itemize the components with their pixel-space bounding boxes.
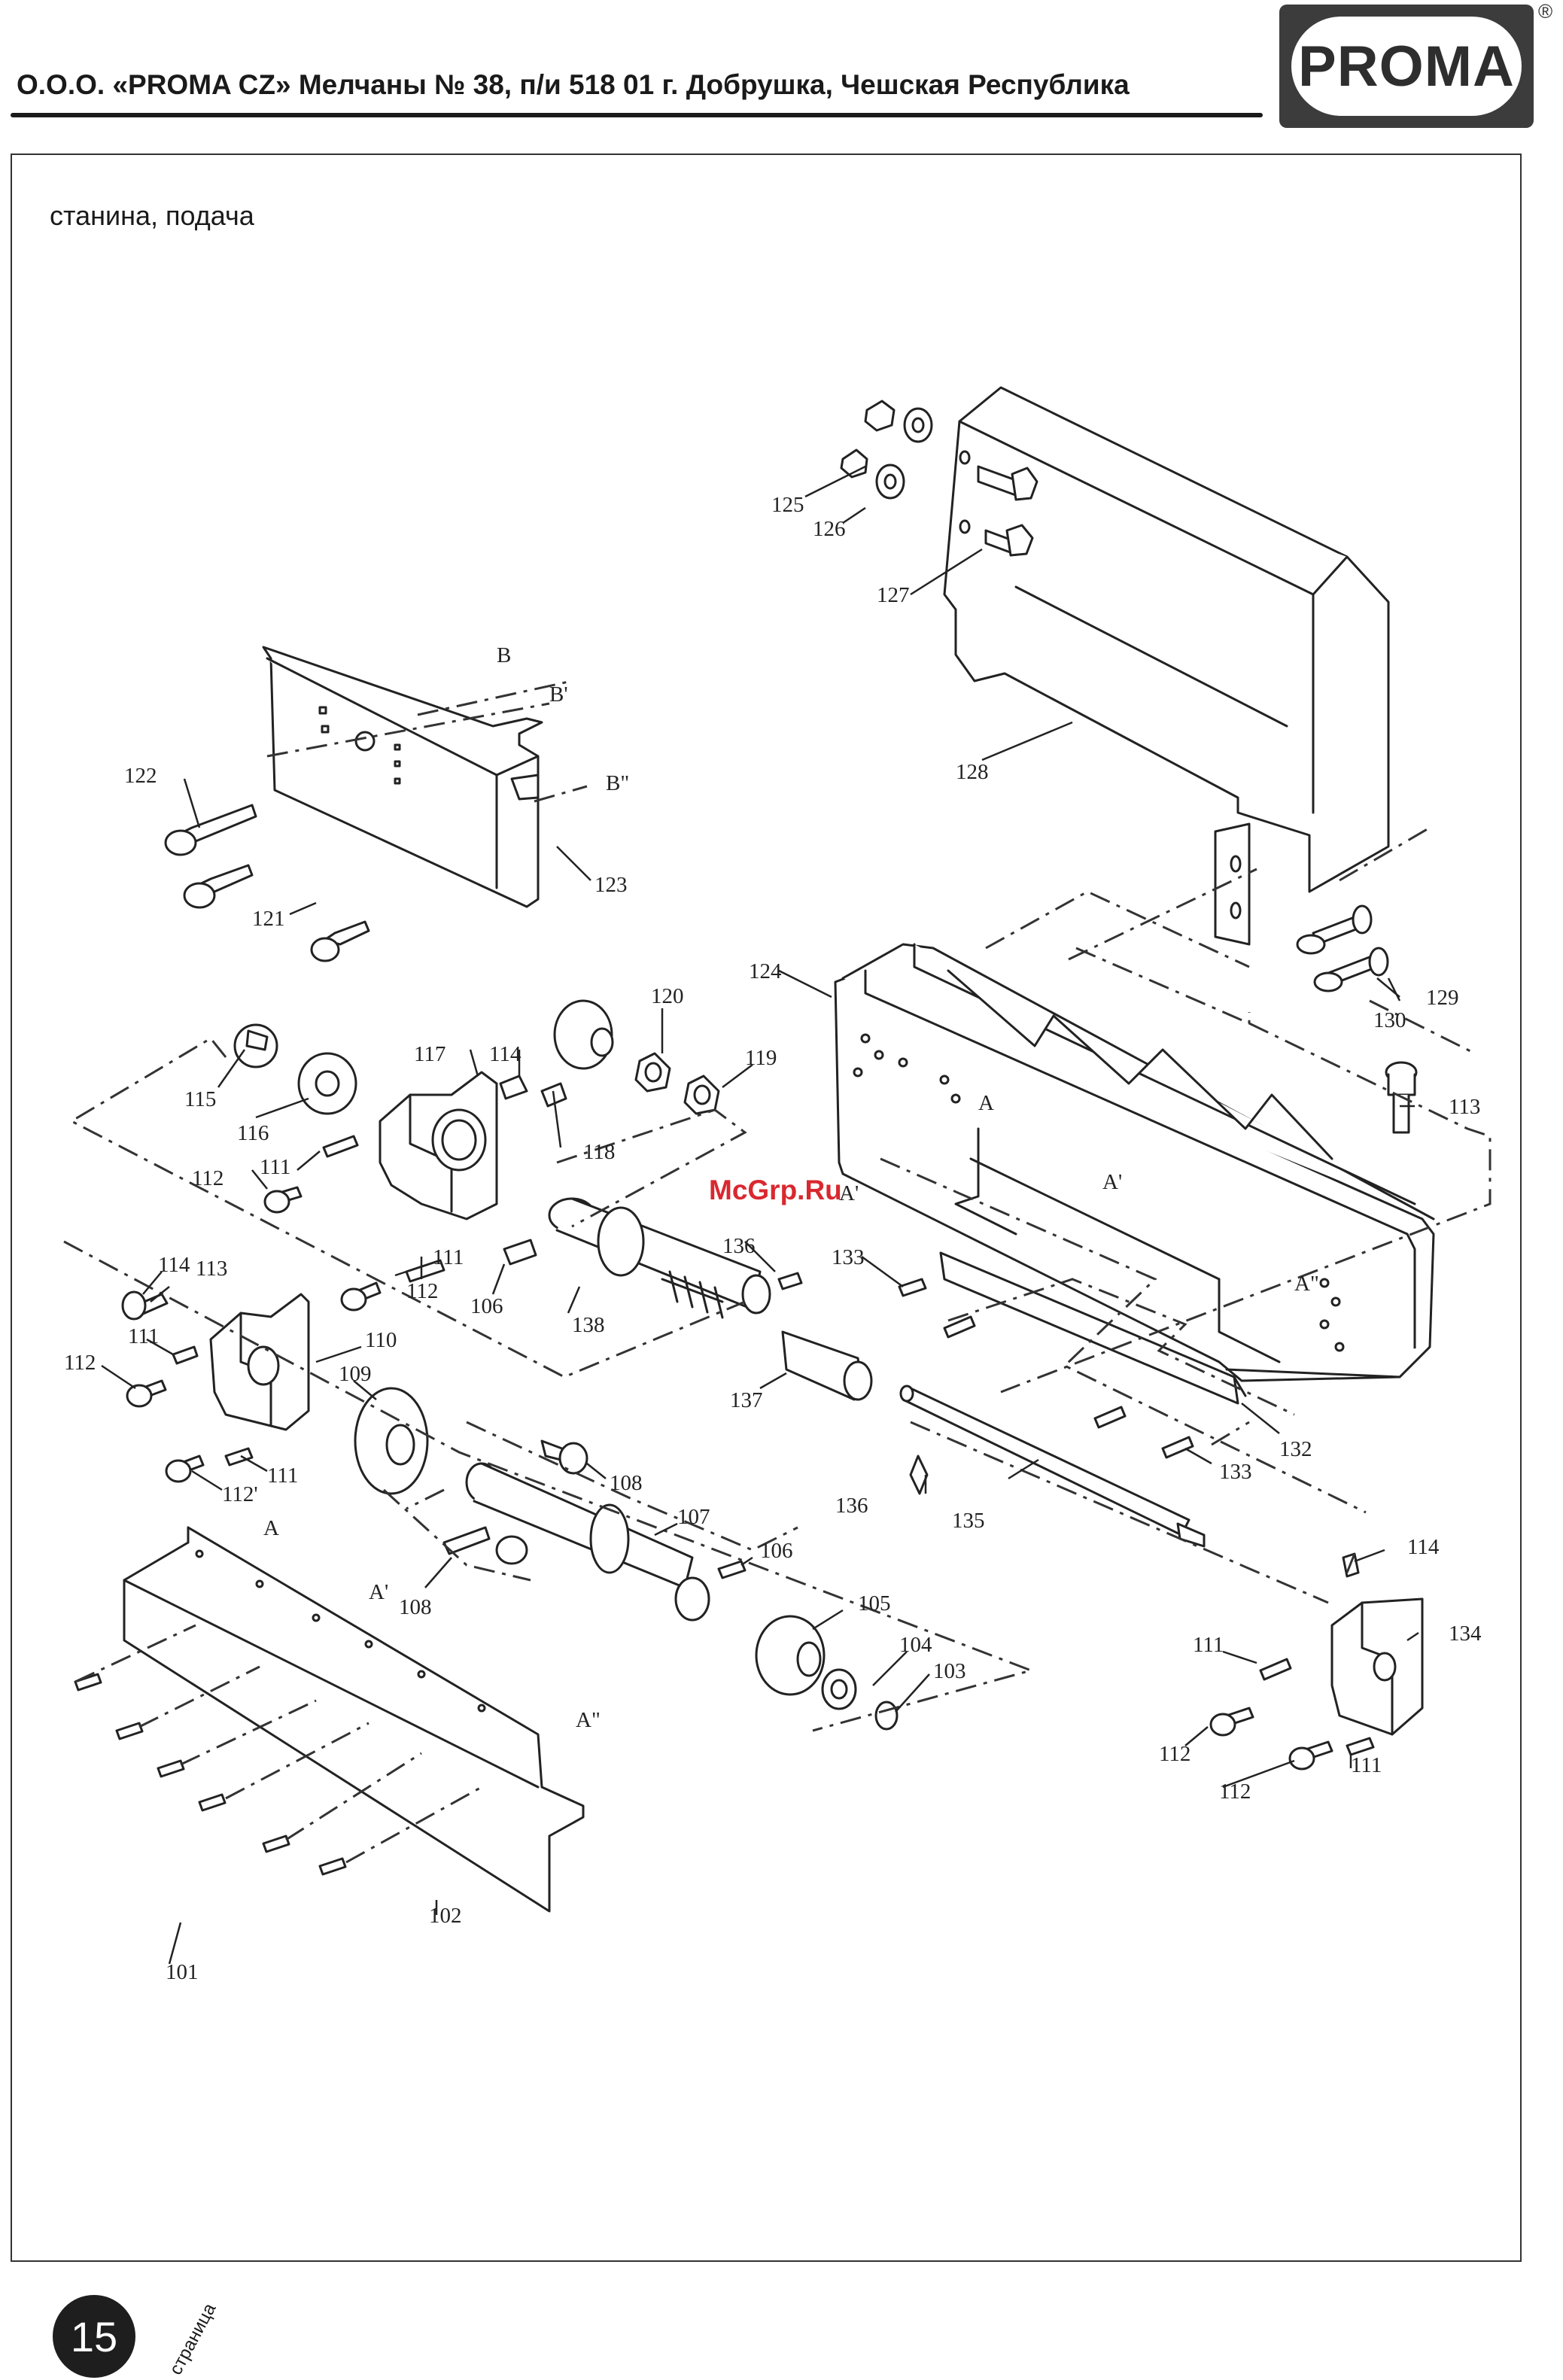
- view-letter-a2-rail: A": [576, 1708, 601, 1732]
- label-111b: 111: [433, 1245, 464, 1269]
- label-129: 129: [1426, 986, 1459, 1010]
- part-number-labels: 125 126 127 128 122 121 123 124 120 119 …: [64, 493, 1482, 1984]
- label-136b: 136: [835, 1494, 868, 1518]
- parts-109-113-drawing: [121, 1290, 588, 1495]
- view-letters: B B' B" A A' A" A' A A' A": [263, 643, 1319, 1732]
- parts-125-127-bolts-drawing: [840, 400, 1038, 557]
- label-122: 122: [124, 764, 157, 788]
- view-letter-a-top: A: [978, 1091, 994, 1115]
- label-121: 121: [252, 907, 285, 931]
- view-letter-b2: B": [606, 771, 629, 795]
- parts-114-117-bracket-drawing: [233, 1023, 528, 1312]
- label-134: 134: [1449, 1622, 1482, 1646]
- label-124: 124: [749, 959, 782, 983]
- label-104: 104: [899, 1633, 932, 1657]
- label-110: 110: [365, 1328, 397, 1352]
- label-133a: 133: [832, 1245, 865, 1269]
- view-letter-a-rail: A: [263, 1516, 279, 1540]
- page-header: О.О.О. «PROMA CZ» Мелчаны № 38, п/и 518 …: [0, 0, 1563, 135]
- part-107-shaft-drawing: [442, 1462, 747, 1622]
- label-107: 107: [677, 1505, 710, 1529]
- page-number: 15: [53, 2295, 135, 2378]
- label-112c: 112: [64, 1351, 96, 1375]
- view-letter-a1-rail: A': [369, 1580, 388, 1604]
- proma-logo: PROMA: [1279, 5, 1534, 128]
- label-113a: 113: [1449, 1095, 1480, 1119]
- label-103: 103: [933, 1659, 966, 1683]
- label-102: 102: [429, 1904, 462, 1928]
- label-135: 135: [952, 1509, 985, 1533]
- label-125: 125: [771, 493, 804, 517]
- label-123: 123: [594, 873, 628, 897]
- parts-121-122-screws-drawing: [164, 804, 370, 962]
- label-111e: 111: [1193, 1633, 1224, 1657]
- view-letter-a1-top: A': [1102, 1170, 1122, 1194]
- assembly-axes: [63, 679, 1492, 1864]
- company-address: О.О.О. «PROMA CZ» Мелчаны № 38, п/и 518 …: [17, 69, 1130, 100]
- label-132: 132: [1279, 1437, 1312, 1461]
- label-114c: 114: [1407, 1535, 1440, 1559]
- parts-129-130-drawing: [1296, 904, 1418, 1134]
- label-112f: 112: [1219, 1780, 1251, 1804]
- content-frame: [11, 153, 1522, 2262]
- label-106b: 106: [760, 1539, 793, 1563]
- label-115: 115: [184, 1087, 216, 1111]
- view-letter-a-mid: A': [839, 1181, 859, 1205]
- part-123-cover-drawing: [262, 646, 543, 908]
- label-112d: 112': [222, 1482, 258, 1506]
- section-subtitle: станина, подача: [50, 200, 254, 231]
- label-109: 109: [339, 1362, 372, 1386]
- label-111d: 111: [267, 1464, 298, 1488]
- label-113b: 113: [196, 1257, 227, 1281]
- label-130: 130: [1373, 1008, 1406, 1032]
- parts-132-137-drawing: [777, 1251, 1247, 1548]
- part-124-bed-drawing: [834, 943, 1435, 1382]
- view-letter-b1: B': [549, 682, 568, 707]
- label-114a: 114: [489, 1042, 522, 1066]
- page-number-badge: 15 страница: [53, 2295, 220, 2378]
- label-119: 119: [745, 1046, 777, 1070]
- registered-mark: ®: [1538, 0, 1553, 23]
- label-118: 118: [583, 1140, 615, 1164]
- label-101: 101: [166, 1960, 199, 1984]
- header-divider: [11, 113, 1263, 117]
- part-138-shaft-drawing: [503, 1197, 771, 1319]
- label-128: 128: [956, 760, 989, 784]
- label-126: 126: [813, 517, 846, 541]
- label-105: 105: [858, 1591, 891, 1616]
- label-106a: 106: [470, 1294, 503, 1318]
- part-134-bracket-drawing: [1209, 1552, 1424, 1771]
- label-120: 120: [651, 984, 684, 1008]
- view-letter-b: B: [497, 643, 511, 667]
- label-111a: 111: [260, 1155, 290, 1179]
- label-112e: 112: [1159, 1742, 1190, 1766]
- view-letter-a-right: A": [1294, 1272, 1319, 1296]
- label-112a: 112: [192, 1166, 224, 1190]
- logo-text: PROMA: [1291, 17, 1522, 116]
- label-112b: 112: [406, 1279, 438, 1303]
- label-138: 138: [572, 1313, 605, 1337]
- watermark-text: McGrp.Ru: [709, 1175, 842, 1205]
- leader-lines: [101, 465, 1419, 1965]
- label-116: 116: [237, 1121, 269, 1145]
- parts-103-105-drawing: [755, 1615, 899, 1731]
- label-108b: 108: [399, 1595, 432, 1619]
- label-136a: 136: [722, 1234, 756, 1258]
- label-108a: 108: [610, 1471, 643, 1495]
- label-111c: 111: [128, 1324, 159, 1348]
- label-137: 137: [730, 1388, 763, 1412]
- label-133b: 133: [1219, 1460, 1252, 1484]
- label-127: 127: [877, 583, 910, 607]
- parts-101-102-guard-drawing: [74, 1526, 585, 1913]
- parts-118-120-drawing: [540, 999, 720, 1115]
- label-117: 117: [414, 1042, 445, 1066]
- label-114b: 114: [158, 1253, 190, 1277]
- label-111f: 111: [1351, 1753, 1382, 1777]
- part-128-housing-drawing: [943, 386, 1390, 946]
